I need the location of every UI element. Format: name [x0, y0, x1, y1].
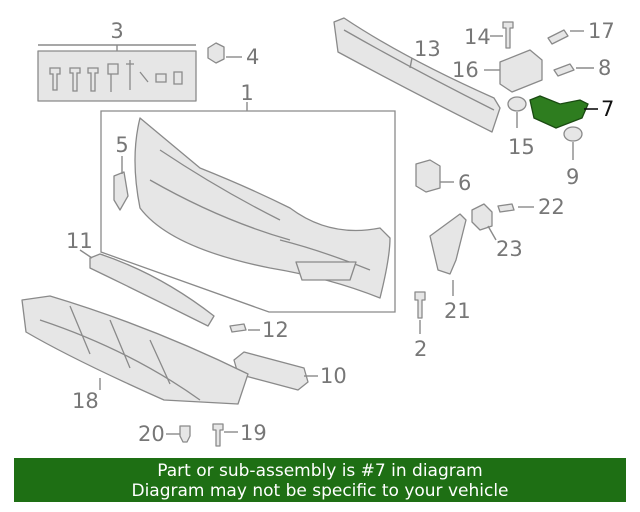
callout-23: 23 — [496, 237, 523, 261]
callout-21: 21 — [444, 299, 471, 323]
banner-line-2: Diagram may not be specific to your vehi… — [131, 481, 509, 501]
callout-12: 12 — [262, 318, 289, 342]
part-6-clip-bracket — [415, 159, 454, 193]
callout-16: 16 — [452, 58, 479, 82]
notice-banner: Part or sub-assembly is #7 in diagram Di… — [14, 458, 626, 502]
part-22-screw — [497, 203, 534, 213]
part-20-push-clip — [166, 425, 191, 443]
callout-1: 1 — [240, 81, 253, 105]
callout-20: 20 — [138, 422, 165, 446]
callout-19: 19 — [240, 421, 267, 445]
part-16-bracket — [484, 49, 543, 93]
callout-8: 8 — [598, 56, 611, 80]
part-19-bolt — [212, 423, 238, 447]
callout-9: 9 — [566, 165, 579, 189]
callout-7: 7 — [601, 97, 614, 121]
callout-6: 6 — [458, 171, 471, 195]
part-14-bolt — [490, 21, 514, 49]
part-11-lower-grille — [79, 249, 215, 327]
callout-3: 3 — [110, 19, 123, 43]
part-8-screw — [553, 63, 594, 77]
part-18-underbody-shield — [21, 295, 249, 405]
callout-18: 18 — [72, 389, 99, 413]
part-23-clip — [471, 203, 497, 241]
callout-22: 22 — [538, 195, 565, 219]
callout-13: 13 — [414, 37, 441, 61]
part-12-screw — [229, 323, 260, 333]
part-13-reinforcement-bar — [333, 17, 501, 133]
callout-4: 4 — [246, 45, 259, 69]
part-7-bracket-highlighted — [529, 95, 598, 129]
part-4-clip — [207, 42, 242, 64]
callout-11: 11 — [66, 229, 93, 253]
part-21-side-bracket — [429, 213, 467, 296]
part-17-screw — [547, 29, 584, 45]
part-9-nut — [563, 126, 583, 160]
callout-14: 14 — [464, 25, 491, 49]
callout-2: 2 — [414, 337, 427, 361]
callout-10: 10 — [320, 364, 347, 388]
part-15-nut — [507, 96, 527, 128]
part-1-bumper-cover — [100, 102, 396, 313]
part-2-bolt — [414, 291, 426, 334]
callout-15: 15 — [508, 135, 535, 159]
part-10-fog-light-trim — [233, 351, 318, 391]
part-5-emblem — [113, 156, 129, 211]
callout-5: 5 — [115, 133, 128, 157]
banner-line-1: Part or sub-assembly is #7 in diagram — [157, 461, 483, 481]
part-3-hardware-kit — [37, 44, 197, 102]
callout-17: 17 — [588, 19, 615, 43]
exploded-parts-diagram: 3 4 1 5 13 14 17 16 — [21, 17, 615, 447]
